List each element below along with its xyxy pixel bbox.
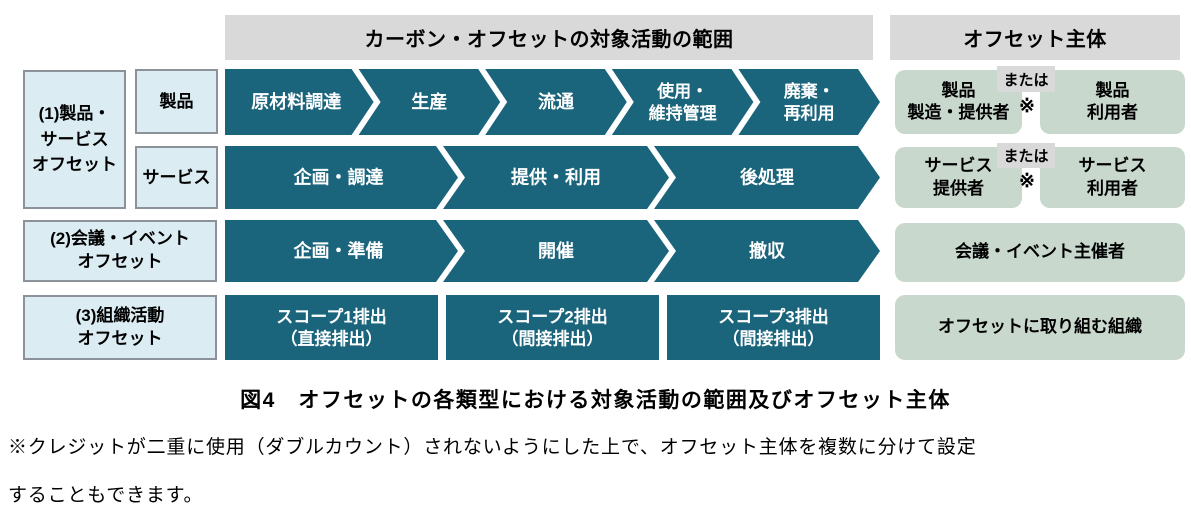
entity-offset-organization: オフセットに取り組む組織 bbox=[895, 295, 1185, 360]
flow-scope-header: カーボン・オフセットの対象活動の範囲 bbox=[225, 15, 873, 60]
or-note-service: ※ bbox=[1019, 171, 1035, 192]
chevron-arrow-shape bbox=[611, 69, 754, 135]
flow-segment-label: （直接排出） bbox=[281, 329, 383, 349]
chevron-arrow-shape bbox=[654, 220, 880, 282]
flow-segment-label: 再利用 bbox=[784, 103, 835, 123]
figure-footnote: ※クレジットが二重に使用（ダブルカウント）されないようにした上で、オフセット主体… bbox=[8, 437, 977, 506]
flow-row-service: 企画・調達 提供・利用 後処理 bbox=[225, 146, 880, 209]
scope-rect-shape bbox=[225, 295, 438, 360]
entity-service-user: サービス 利用者 bbox=[1040, 147, 1185, 208]
or-chip-service: または bbox=[997, 143, 1055, 168]
row-label-product-service-offset: (1)製品・ サービス オフセット bbox=[23, 70, 126, 209]
entity-meeting-organizer: 会議・イベント主催者 bbox=[895, 223, 1185, 282]
flow-segment-meeting-2: 撤収 bbox=[654, 220, 880, 282]
flow-segment-organization-2: スコープ3排出（間接排出） bbox=[667, 295, 880, 360]
flow-segment-label: スコープ3排出 bbox=[718, 307, 828, 327]
flow-svg-organization: スコープ1排出（直接排出）スコープ2排出（間接排出）スコープ3排出（間接排出） bbox=[225, 295, 880, 360]
chevron-arrow-shape bbox=[738, 69, 880, 135]
chevron-arrow-shape bbox=[225, 146, 458, 209]
chevron-arrow-shape bbox=[225, 220, 458, 282]
flow-segment-meeting-0: 企画・準備 bbox=[225, 220, 458, 282]
flow-segment-label: 企画・準備 bbox=[293, 240, 384, 261]
chevron-arrow-shape bbox=[485, 69, 627, 135]
flow-segment-label: 廃棄・ bbox=[784, 81, 835, 101]
flow-segment-label: 撤収 bbox=[749, 240, 786, 261]
flow-svg-product: 原材料調達生産流通使用・維持管理廃棄・再利用 bbox=[225, 69, 880, 135]
flow-segment-product-1: 生産 bbox=[358, 69, 501, 135]
flow-segment-organization-1: スコープ2排出（間接排出） bbox=[446, 295, 659, 360]
chevron-arrow-shape bbox=[654, 146, 880, 209]
flow-segment-service-0: 企画・調達 bbox=[225, 146, 458, 209]
row-label-service: サービス bbox=[135, 146, 218, 209]
flow-segment-label: 維持管理 bbox=[649, 103, 717, 123]
entity-product-user: 製品 利用者 bbox=[1040, 70, 1185, 134]
flow-segment-label: 後処理 bbox=[740, 167, 794, 188]
flow-svg-meeting: 企画・準備 開催 撤収 bbox=[225, 220, 880, 282]
flow-segment-organization-0: スコープ1排出（直接排出） bbox=[225, 295, 438, 360]
flow-segment-label: 原材料調達 bbox=[251, 91, 341, 112]
flow-segment-service-2: 後処理 bbox=[654, 146, 880, 209]
chevron-arrow-shape bbox=[358, 69, 501, 135]
row-label-meeting-event-offset: (2)会議・イベント オフセット bbox=[23, 220, 217, 282]
flow-row-organization: スコープ1排出（直接排出）スコープ2排出（間接排出）スコープ3排出（間接排出） bbox=[225, 295, 880, 360]
flow-segment-label: 生産 bbox=[411, 91, 447, 112]
flow-svg-service: 企画・調達 提供・利用 後処理 bbox=[225, 146, 880, 209]
scope-rect-shape bbox=[667, 295, 880, 360]
row-label-organization-offset: (3)組織活動 オフセット bbox=[23, 295, 217, 360]
flow-segment-label: 開催 bbox=[538, 240, 574, 261]
flow-segment-label: （間接排出） bbox=[723, 329, 825, 349]
flow-segment-label: 提供・利用 bbox=[511, 167, 601, 188]
flow-segment-product-2: 流通 bbox=[485, 69, 627, 135]
offset-entity-header: オフセット主体 bbox=[890, 15, 1180, 60]
flow-segment-label: 企画・調達 bbox=[293, 167, 384, 188]
flow-segment-service-1: 提供・利用 bbox=[443, 146, 669, 209]
flow-segment-label: 使用・ bbox=[656, 81, 708, 101]
or-note-product: ※ bbox=[1019, 96, 1035, 117]
chevron-arrow-shape bbox=[443, 220, 669, 282]
flow-segment-label: （間接排出） bbox=[502, 329, 604, 349]
chevron-arrow-shape bbox=[225, 69, 374, 135]
flow-segment-product-0: 原材料調達 bbox=[225, 69, 374, 135]
entity-product-manufacturer: 製品 製造・提供者 bbox=[895, 70, 1022, 134]
figure-caption: 図4 オフセットの各類型における対象活動の範囲及びオフセット主体 bbox=[240, 389, 951, 412]
flow-segment-product-3: 使用・維持管理 bbox=[611, 69, 754, 135]
flow-segment-meeting-1: 開催 bbox=[443, 220, 669, 282]
flow-row-product: 原材料調達生産流通使用・維持管理廃棄・再利用 bbox=[225, 69, 880, 135]
chevron-arrow-shape bbox=[443, 146, 669, 209]
flow-segment-label: スコープ2排出 bbox=[497, 307, 607, 327]
flow-segment-product-4: 廃棄・再利用 bbox=[738, 69, 880, 135]
flow-row-meeting: 企画・準備 開催 撤収 bbox=[225, 220, 880, 282]
scope-rect-shape bbox=[446, 295, 659, 360]
flow-segment-label: スコープ1排出 bbox=[276, 307, 386, 327]
or-chip-product: または bbox=[997, 66, 1055, 92]
flow-segment-label: 流通 bbox=[538, 91, 574, 112]
row-label-product: 製品 bbox=[135, 69, 218, 134]
